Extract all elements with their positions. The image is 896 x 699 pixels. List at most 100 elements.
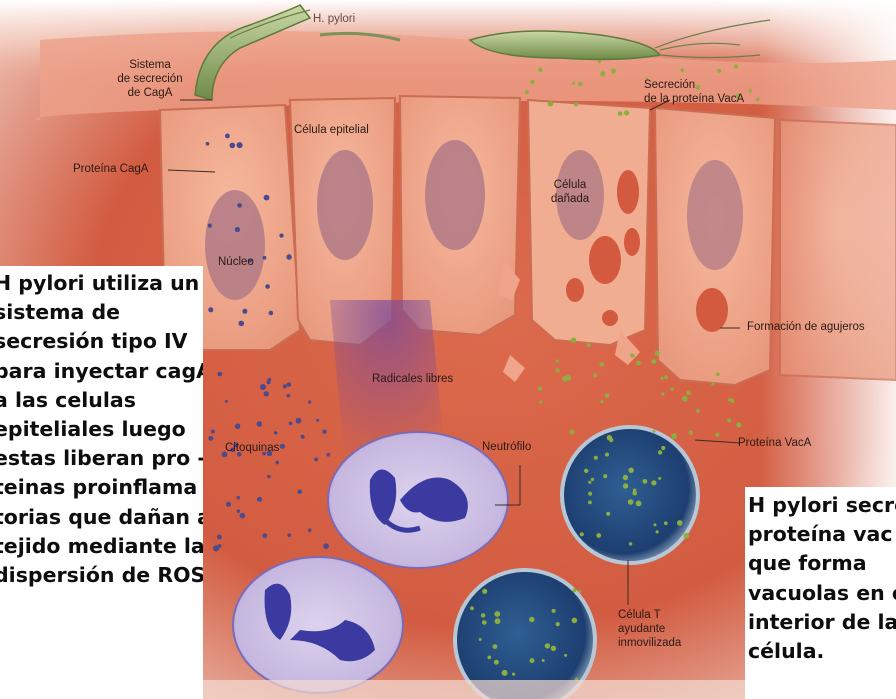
protein-dot	[322, 430, 326, 434]
protein-dot	[655, 351, 660, 356]
protein-dot	[208, 224, 212, 228]
protein-dot	[242, 309, 247, 314]
protein-dot	[564, 654, 567, 657]
protein-dot	[502, 670, 508, 676]
protein-dot	[225, 400, 228, 403]
protein-dot	[230, 143, 236, 149]
protein-dot	[530, 658, 535, 663]
right-line-6: célula.	[748, 637, 896, 666]
protein-dot	[265, 284, 270, 289]
protein-dot	[512, 673, 515, 676]
protein-dot	[580, 532, 584, 536]
protein-dot	[618, 111, 623, 116]
protein-dot	[756, 98, 759, 101]
protein-dot	[286, 254, 291, 259]
protein-dot	[600, 400, 603, 403]
right-annotation-text: H pylori secretaproteína vac Aque formav…	[748, 491, 896, 666]
protein-dot	[481, 613, 485, 617]
protein-dot	[556, 368, 560, 372]
protein-dot	[728, 398, 731, 401]
protein-dot	[658, 450, 662, 454]
protein-dot	[671, 388, 674, 391]
protein-dot	[545, 643, 550, 648]
protein-dot	[274, 431, 277, 434]
label-secrecion-vaca: Secreción de la proteína VacA	[644, 78, 744, 106]
protein-dot	[275, 461, 279, 465]
protein-dot	[565, 375, 571, 381]
protein-dot	[653, 430, 656, 433]
protein-dot	[681, 68, 685, 72]
protein-dot	[538, 387, 542, 391]
protein-dot	[525, 90, 529, 94]
protein-dot	[269, 311, 274, 316]
protein-dot	[529, 617, 534, 622]
right-line-5: interior de la	[748, 608, 896, 637]
left-line-11: dispersión de ROS.	[0, 561, 203, 590]
label-celula-t-line3: inmovilizada	[618, 636, 681, 650]
protein-dot	[283, 384, 287, 388]
protein-dot	[734, 64, 738, 68]
protein-dot	[287, 382, 291, 386]
protein-dot	[727, 418, 731, 422]
label-sistema-line2: de secreción	[110, 72, 190, 86]
protein-dot	[596, 533, 601, 538]
protein-dot	[572, 82, 575, 85]
protein-dot	[289, 422, 293, 426]
protein-dot	[600, 362, 605, 367]
right-annotation-box: H pylori secretaproteína vac Aque formav…	[745, 487, 896, 699]
label-proteina-caga: Proteína CagA	[73, 162, 148, 176]
left-annotation-text: H pylori utiliza unsistema desecresión t…	[0, 269, 203, 590]
label-celula-t: Célula T ayudante inmovilizada	[618, 608, 681, 650]
protein-dot	[584, 469, 588, 473]
protein-dot	[556, 359, 559, 362]
protein-dot	[217, 535, 222, 540]
protein-dot	[257, 421, 262, 426]
protein-dot	[237, 142, 243, 148]
label-celula-t-line1: Célula T	[618, 608, 681, 622]
protein-dot	[308, 529, 311, 532]
label-neutrofilo: Neutrófilo	[482, 440, 531, 454]
protein-dot	[683, 533, 689, 539]
protein-dot	[235, 227, 240, 232]
protein-dot	[542, 659, 545, 662]
label-celula-danada-line2: dañada	[545, 192, 595, 206]
protein-dot	[573, 588, 577, 592]
protein-dot	[588, 481, 591, 484]
protein-dot	[661, 392, 664, 395]
protein-dot	[297, 489, 302, 494]
protein-dot	[280, 444, 285, 449]
protein-dot	[263, 256, 267, 260]
protein-dot	[237, 496, 240, 499]
protein-dot	[636, 361, 641, 366]
left-line-10: tejido mediante la	[0, 532, 203, 561]
protein-dot	[240, 513, 246, 519]
protein-dot	[211, 430, 215, 434]
protein-dot	[593, 373, 597, 377]
protein-dot	[671, 433, 677, 439]
protein-dot	[574, 102, 578, 106]
protein-dot	[548, 101, 554, 107]
label-nucleo: Núcleo	[218, 255, 254, 269]
protein-dot	[570, 430, 575, 435]
protein-dot	[267, 475, 270, 478]
label-celula-epitelial: Célula epitelial	[294, 123, 369, 137]
protein-dot	[470, 606, 474, 610]
protein-dot	[628, 468, 633, 473]
label-celula-danada: Célula dañada	[545, 178, 595, 206]
label-sistema-line3: de CagA	[110, 86, 190, 100]
protein-dot	[598, 60, 601, 63]
protein-dot	[652, 359, 657, 364]
protein-dot	[208, 307, 213, 312]
protein-dot	[538, 68, 542, 72]
protein-dot	[716, 373, 720, 377]
protein-dot	[487, 656, 491, 660]
protein-dot	[603, 474, 607, 478]
protein-dot	[623, 483, 628, 488]
protein-dot	[301, 435, 305, 439]
protein-dot	[606, 512, 610, 516]
protein-dot	[551, 646, 556, 651]
protein-dot	[218, 544, 222, 548]
protein-dot	[237, 510, 240, 513]
label-proteina-vaca: Proteína VacA	[738, 436, 811, 450]
